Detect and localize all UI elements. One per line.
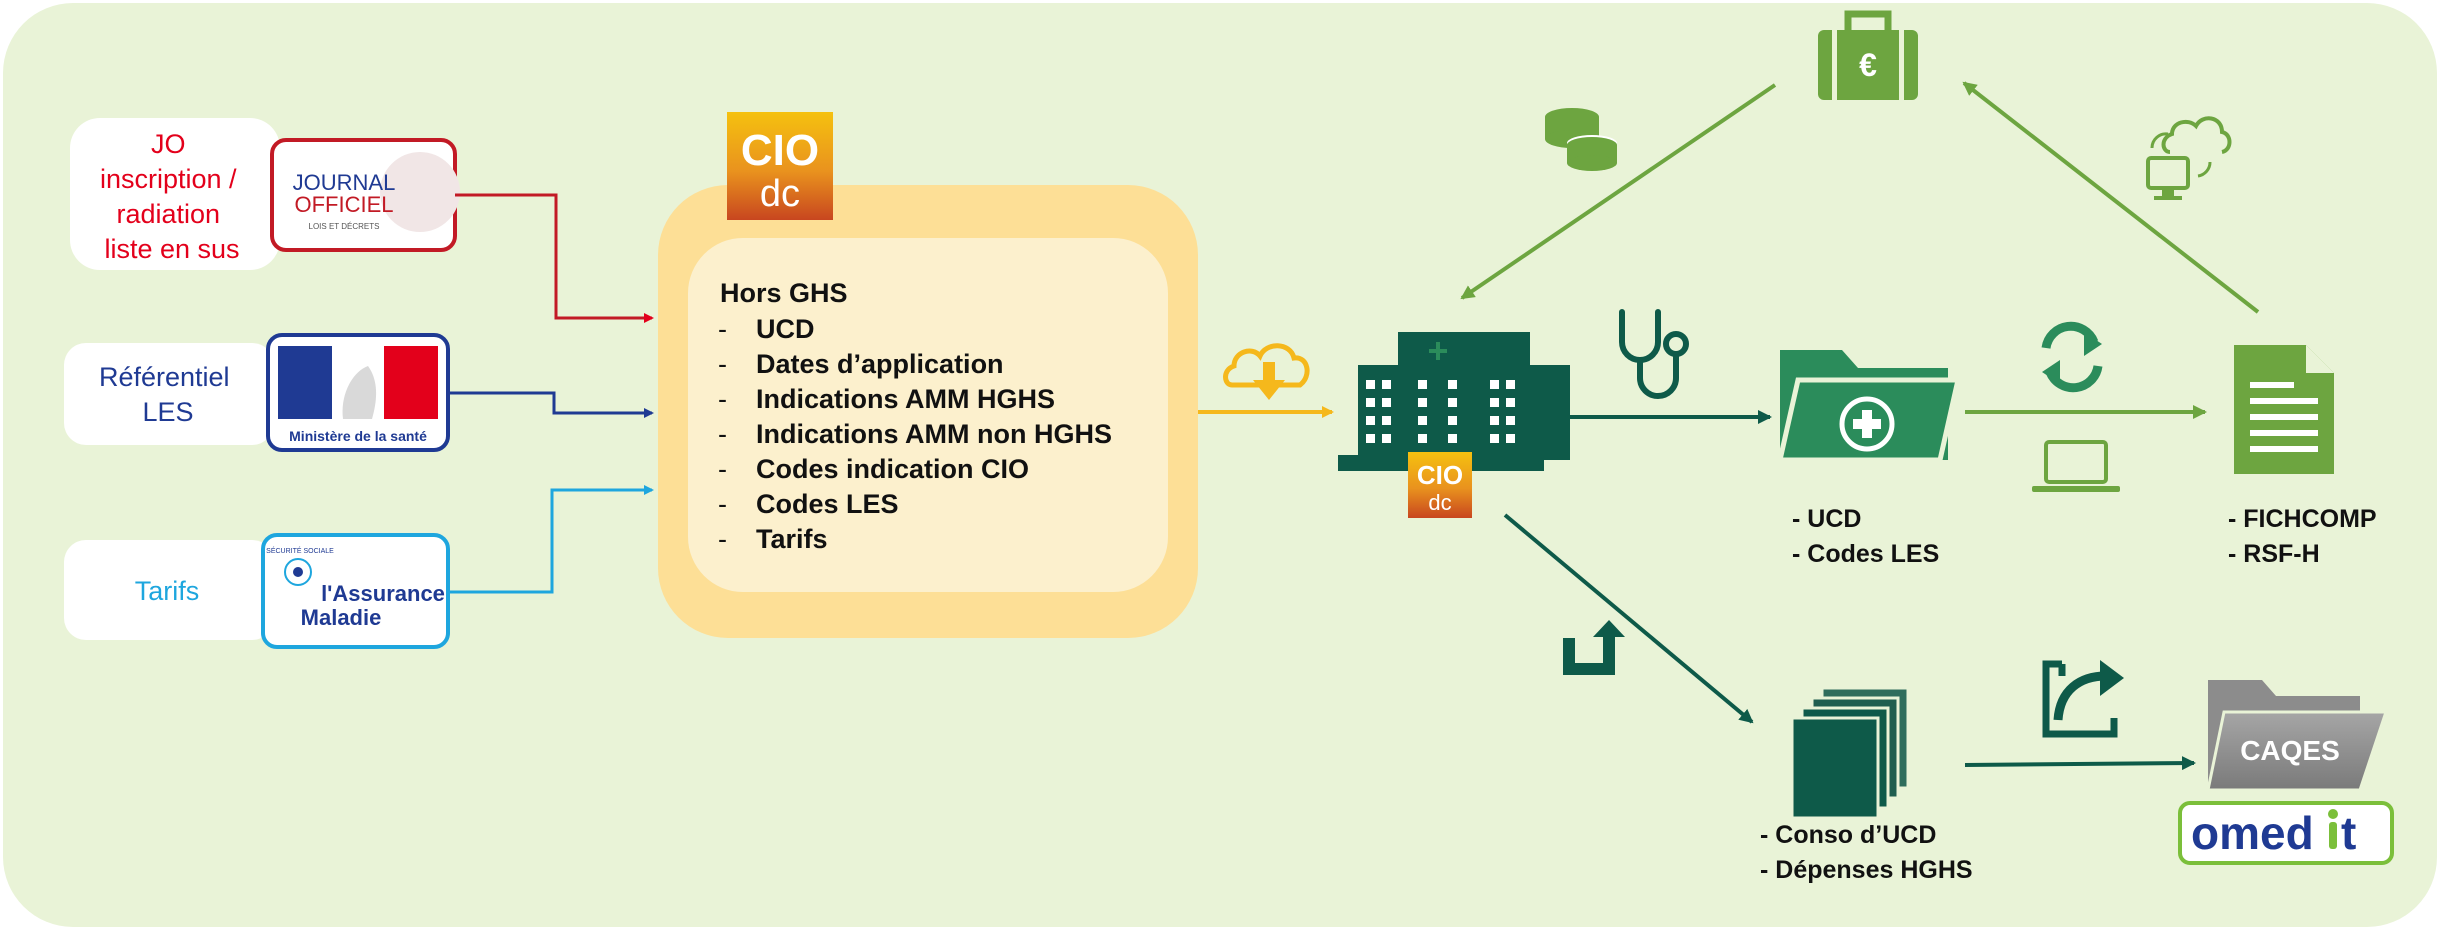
hospital-badge-line2: dc: [1428, 490, 1451, 515]
source-tarifs: Tarifs SÉCURITÉ SOCIALE l'Assurance Mala…: [64, 485, 654, 649]
assurance-maladie-logo: SÉCURITÉ SOCIALE l'Assurance Maladie: [261, 533, 450, 649]
folder-items: - UCD - Codes LES: [1792, 505, 1939, 568]
journal-logo-line2: OFFICIEL: [294, 192, 393, 217]
cio-bullet: -: [718, 454, 727, 484]
hospital-cio-badge: CIO dc: [1408, 452, 1472, 518]
cio-bullet: -: [718, 314, 727, 344]
source-tarifs-label: Tarifs: [135, 576, 200, 606]
journal-logo-line1: JOURNAL: [293, 170, 396, 195]
cio-bullet: -: [718, 384, 727, 414]
assurance-logo-tiny: SÉCURITÉ SOCIALE: [266, 546, 334, 555]
document-items: - FICHCOMP - RSF-H: [2228, 505, 2383, 568]
hospital-badge-line1: CIO: [1417, 460, 1463, 490]
share-icon: [2042, 660, 2124, 738]
assurance-logo-line1: l'Assurance: [321, 581, 445, 606]
cio-box-title: Hors GHS: [720, 278, 848, 308]
refresh-icon: [2041, 321, 2103, 393]
source-jo-label: JO inscription / radiation liste en sus: [100, 129, 244, 264]
conso-to-caqes-arrow: [1964, 756, 2196, 771]
cio-item-amm-non-hghs: Indications AMM non HGHS: [756, 419, 1112, 449]
caqes-label: CAQES: [2240, 735, 2340, 766]
omedit-logo-left: omed: [2191, 807, 2314, 859]
cio-box-list: - UCD - Dates d’application - Indication…: [718, 314, 1112, 554]
document-icon: [2234, 345, 2334, 474]
cloud-sync-icon: [2146, 116, 2232, 200]
hospital-icon: [1338, 332, 1570, 471]
document-to-briefcase-arrow: [1962, 81, 2260, 314]
source-jo: JO inscription / radiation liste en sus …: [70, 118, 654, 323]
cio-item-amm-hghs: Indications AMM HGHS: [756, 384, 1055, 414]
cio-bullet: -: [718, 524, 727, 554]
source-tarifs-label-box: [64, 540, 274, 640]
conso-items: - Conso d’UCD - Dépenses HGHS: [1760, 821, 1973, 884]
stethoscope-icon: [1619, 309, 1689, 399]
cio-item-codes-cio: Codes indication CIO: [756, 454, 1029, 484]
source-jo-label-box: [70, 118, 280, 270]
euro-briefcase-icon: €: [1818, 10, 1918, 100]
source-les-label: Référentiel LES: [99, 362, 237, 427]
cio-item-dates: Dates d’application: [756, 349, 1004, 379]
tarifs-arrow: [448, 485, 654, 594]
cio-box: Hors GHS - UCD - Dates d’application - I…: [658, 185, 1198, 638]
ministere-sante-logo: Ministère de la santé: [266, 333, 450, 452]
journal-officiel-logo: JOURNAL OFFICIEL LOIS ET DÉCRETS: [270, 138, 460, 252]
ministere-logo-caption: Ministère de la santé: [289, 428, 427, 444]
source-les: Référentiel LES Ministère de la santé: [64, 333, 654, 452]
omedit-logo: omed t: [2178, 801, 2394, 865]
cio-item-tarifs: Tarifs: [756, 524, 828, 554]
cio-box-inner: [688, 238, 1168, 592]
euro-symbol: €: [1859, 47, 1877, 83]
les-arrow: [448, 391, 654, 418]
cio-dc-badge: CIO dc: [727, 112, 833, 220]
omedit-logo-right: t: [2341, 807, 2356, 859]
cio-badge-line2: dc: [760, 173, 800, 215]
cio-item-ucd: UCD: [756, 314, 815, 344]
briefcase-to-hospital-arrow: [1460, 83, 1777, 300]
cloud-download-icon: [1223, 343, 1310, 400]
return-arrow-icon: [1563, 620, 1625, 675]
cio-bullet: -: [718, 349, 727, 379]
cio-bullet: -: [718, 419, 727, 449]
medical-folder-icon: [1776, 350, 1962, 463]
caqes-folder-icon: CAQES: [2206, 680, 2389, 792]
journal-logo-line3: LOIS ET DÉCRETS: [309, 222, 380, 231]
coins-icon: [1545, 108, 1617, 171]
laptop-icon: [2032, 440, 2120, 492]
assurance-logo-line2: Maladie: [301, 605, 382, 630]
stacked-documents-icon: [1790, 686, 1910, 820]
hospital-to-conso-arrow: [1503, 513, 1754, 724]
source-les-label-box: [64, 343, 274, 445]
jo-arrow: [455, 193, 654, 323]
cio-bullet: -: [718, 489, 727, 519]
cio-item-codes-les: Codes LES: [756, 489, 899, 519]
cio-badge-line1: CIO: [741, 126, 819, 175]
